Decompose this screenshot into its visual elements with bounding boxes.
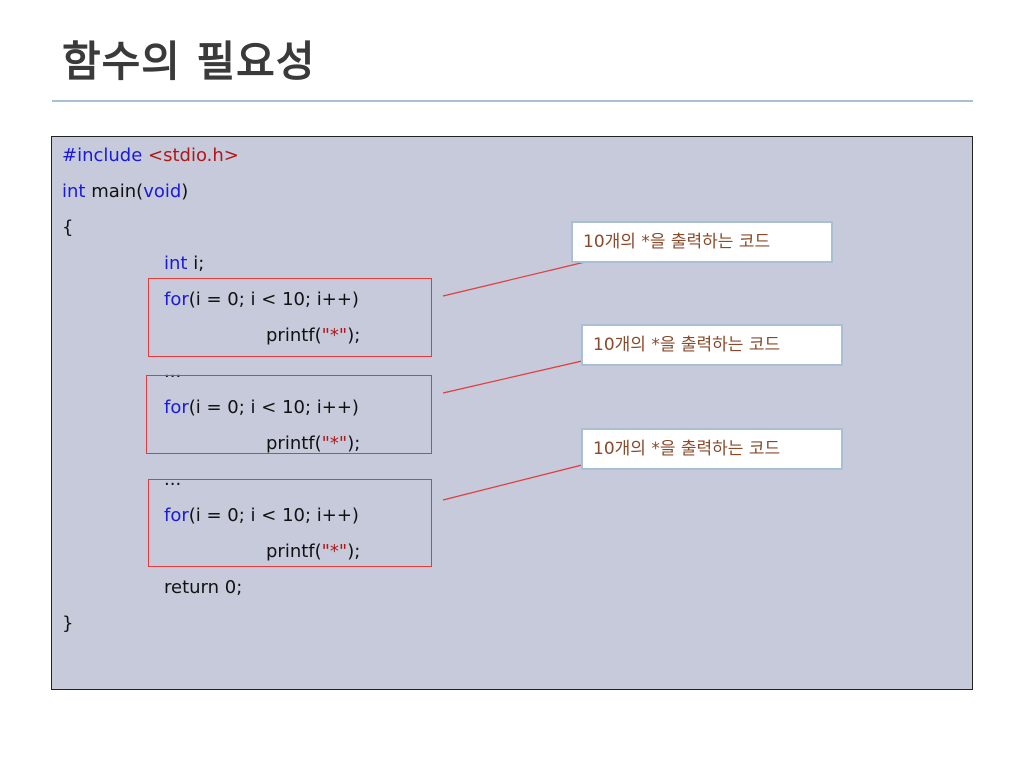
loop-highlight-1: [148, 278, 432, 357]
code-line-printf-3: printf("*");: [266, 541, 360, 563]
for-keyword: for: [164, 397, 189, 418]
printf-suffix: );: [347, 325, 361, 346]
slide-title: 함수의 필요성: [62, 37, 316, 86]
code-line-printf-2: printf("*");: [266, 433, 360, 455]
main-function-name: main(: [85, 181, 144, 202]
code-line-ellipsis-1: ...: [164, 361, 182, 382]
printf-prefix: printf(: [266, 541, 322, 562]
callout-1: 10개의 *을 출력하는 코드: [571, 221, 833, 263]
code-line-for-2: for(i = 0; i < 10; i++): [164, 397, 359, 419]
loop-highlight-3: [148, 479, 432, 567]
code-line-include: #include <stdio.h>: [62, 145, 239, 167]
connector-line-1: [442, 261, 586, 297]
callout-3: 10개의 *을 출력하는 코드: [581, 428, 843, 470]
printf-string: "*": [321, 541, 348, 562]
code-line-declaration: int i;: [164, 253, 204, 275]
code-line-close-brace: }: [62, 613, 74, 634]
main-return-type: int: [62, 181, 86, 202]
printf-suffix: );: [347, 541, 361, 562]
include-directive: #include: [62, 145, 143, 166]
decl-rest: i;: [187, 253, 205, 274]
code-line-for-1: for(i = 0; i < 10; i++): [164, 289, 359, 311]
printf-string: "*": [321, 433, 348, 454]
code-line-main: int main(void): [62, 181, 188, 203]
for-header: (i = 0; i < 10; i++): [188, 505, 359, 526]
decl-type: int: [164, 253, 188, 274]
code-line-open-brace: {: [62, 217, 74, 238]
for-header: (i = 0; i < 10; i++): [188, 397, 359, 418]
main-close-paren: ): [181, 181, 189, 202]
connector-line-3: [442, 464, 583, 501]
code-line-printf-1: printf("*");: [266, 325, 360, 347]
for-keyword: for: [164, 505, 189, 526]
printf-prefix: printf(: [266, 433, 322, 454]
title-divider: [52, 100, 973, 102]
loop-highlight-2: [146, 375, 432, 454]
code-line-return: return 0;: [164, 577, 243, 598]
code-line-for-3: for(i = 0; i < 10; i++): [164, 505, 359, 527]
printf-suffix: );: [347, 433, 361, 454]
printf-prefix: printf(: [266, 325, 322, 346]
connector-line-2: [442, 360, 583, 394]
include-header: <stdio.h>: [148, 145, 239, 166]
printf-string: "*": [321, 325, 348, 346]
callout-2: 10개의 *을 출력하는 코드: [581, 324, 843, 366]
main-param-type: void: [143, 181, 182, 202]
for-keyword: for: [164, 289, 189, 310]
for-header: (i = 0; i < 10; i++): [188, 289, 359, 310]
